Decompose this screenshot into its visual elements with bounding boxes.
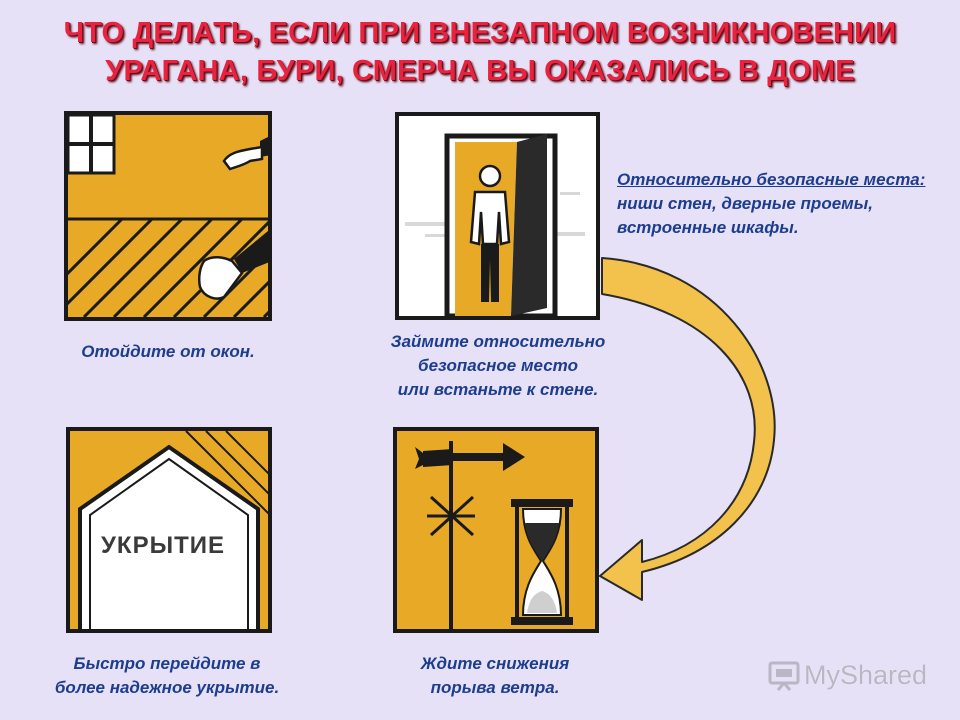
doorway-illustration: [395, 112, 600, 320]
shelter-caption: Быстро перейдите в более надежное укрыти…: [12, 652, 322, 700]
doorway-caption: Займите относительно безопасное место ил…: [338, 330, 658, 402]
doorway-caption-line2: безопасное место: [418, 356, 578, 375]
weathervane-caption: Ждите снижения порыва ветра.: [350, 652, 640, 700]
safe-places-note: Относительно безопасные места: ниши стен…: [617, 168, 947, 240]
curved-arrow: [599, 257, 776, 601]
slide-title: ЧТО ДЕЛАТЬ, ЕСЛИ ПРИ ВНЕЗАПНОМ ВОЗНИКНОВ…: [0, 14, 960, 90]
doorway-caption-line1: Займите относительно: [390, 332, 606, 351]
safe-places-label: Относительно безопасные места:: [617, 170, 926, 189]
presentation-icon: [768, 661, 800, 691]
slide-title-line2: УРАГАНА, БУРИ, СМЕРЧА ВЫ ОКАЗАЛИСЬ В ДОМ…: [105, 55, 855, 87]
weathervane-illustration: [393, 427, 599, 633]
myshared-wordmark: MyShared: [804, 659, 928, 690]
weathervane-caption-line2: порыва ветра.: [430, 678, 560, 697]
shelter-sign: УКРЫТИЕ: [101, 532, 225, 559]
window-caption: Отойдите от окон.: [28, 340, 308, 364]
safe-places-text: ниши стен, дверные проемы, встроенные шк…: [617, 194, 873, 237]
window-illustration: [64, 111, 272, 321]
window-caption-text: Отойдите от окон.: [81, 342, 255, 361]
myshared-logo: MyShared: [768, 655, 927, 695]
doorway-caption-line3: или встаньте к стене.: [397, 380, 599, 399]
shelter-caption-line1: Быстро перейдите в: [73, 654, 261, 673]
shelter-caption-line2: более надежное укрытие.: [54, 678, 280, 697]
weathervane-caption-line1: Ждите снижения: [420, 654, 570, 673]
shelter-illustration: УКРЫТИЕ: [66, 427, 272, 633]
slide-title-line1: ЧТО ДЕЛАТЬ, ЕСЛИ ПРИ ВНЕЗАПНОМ ВОЗНИКНОВ…: [63, 17, 897, 49]
